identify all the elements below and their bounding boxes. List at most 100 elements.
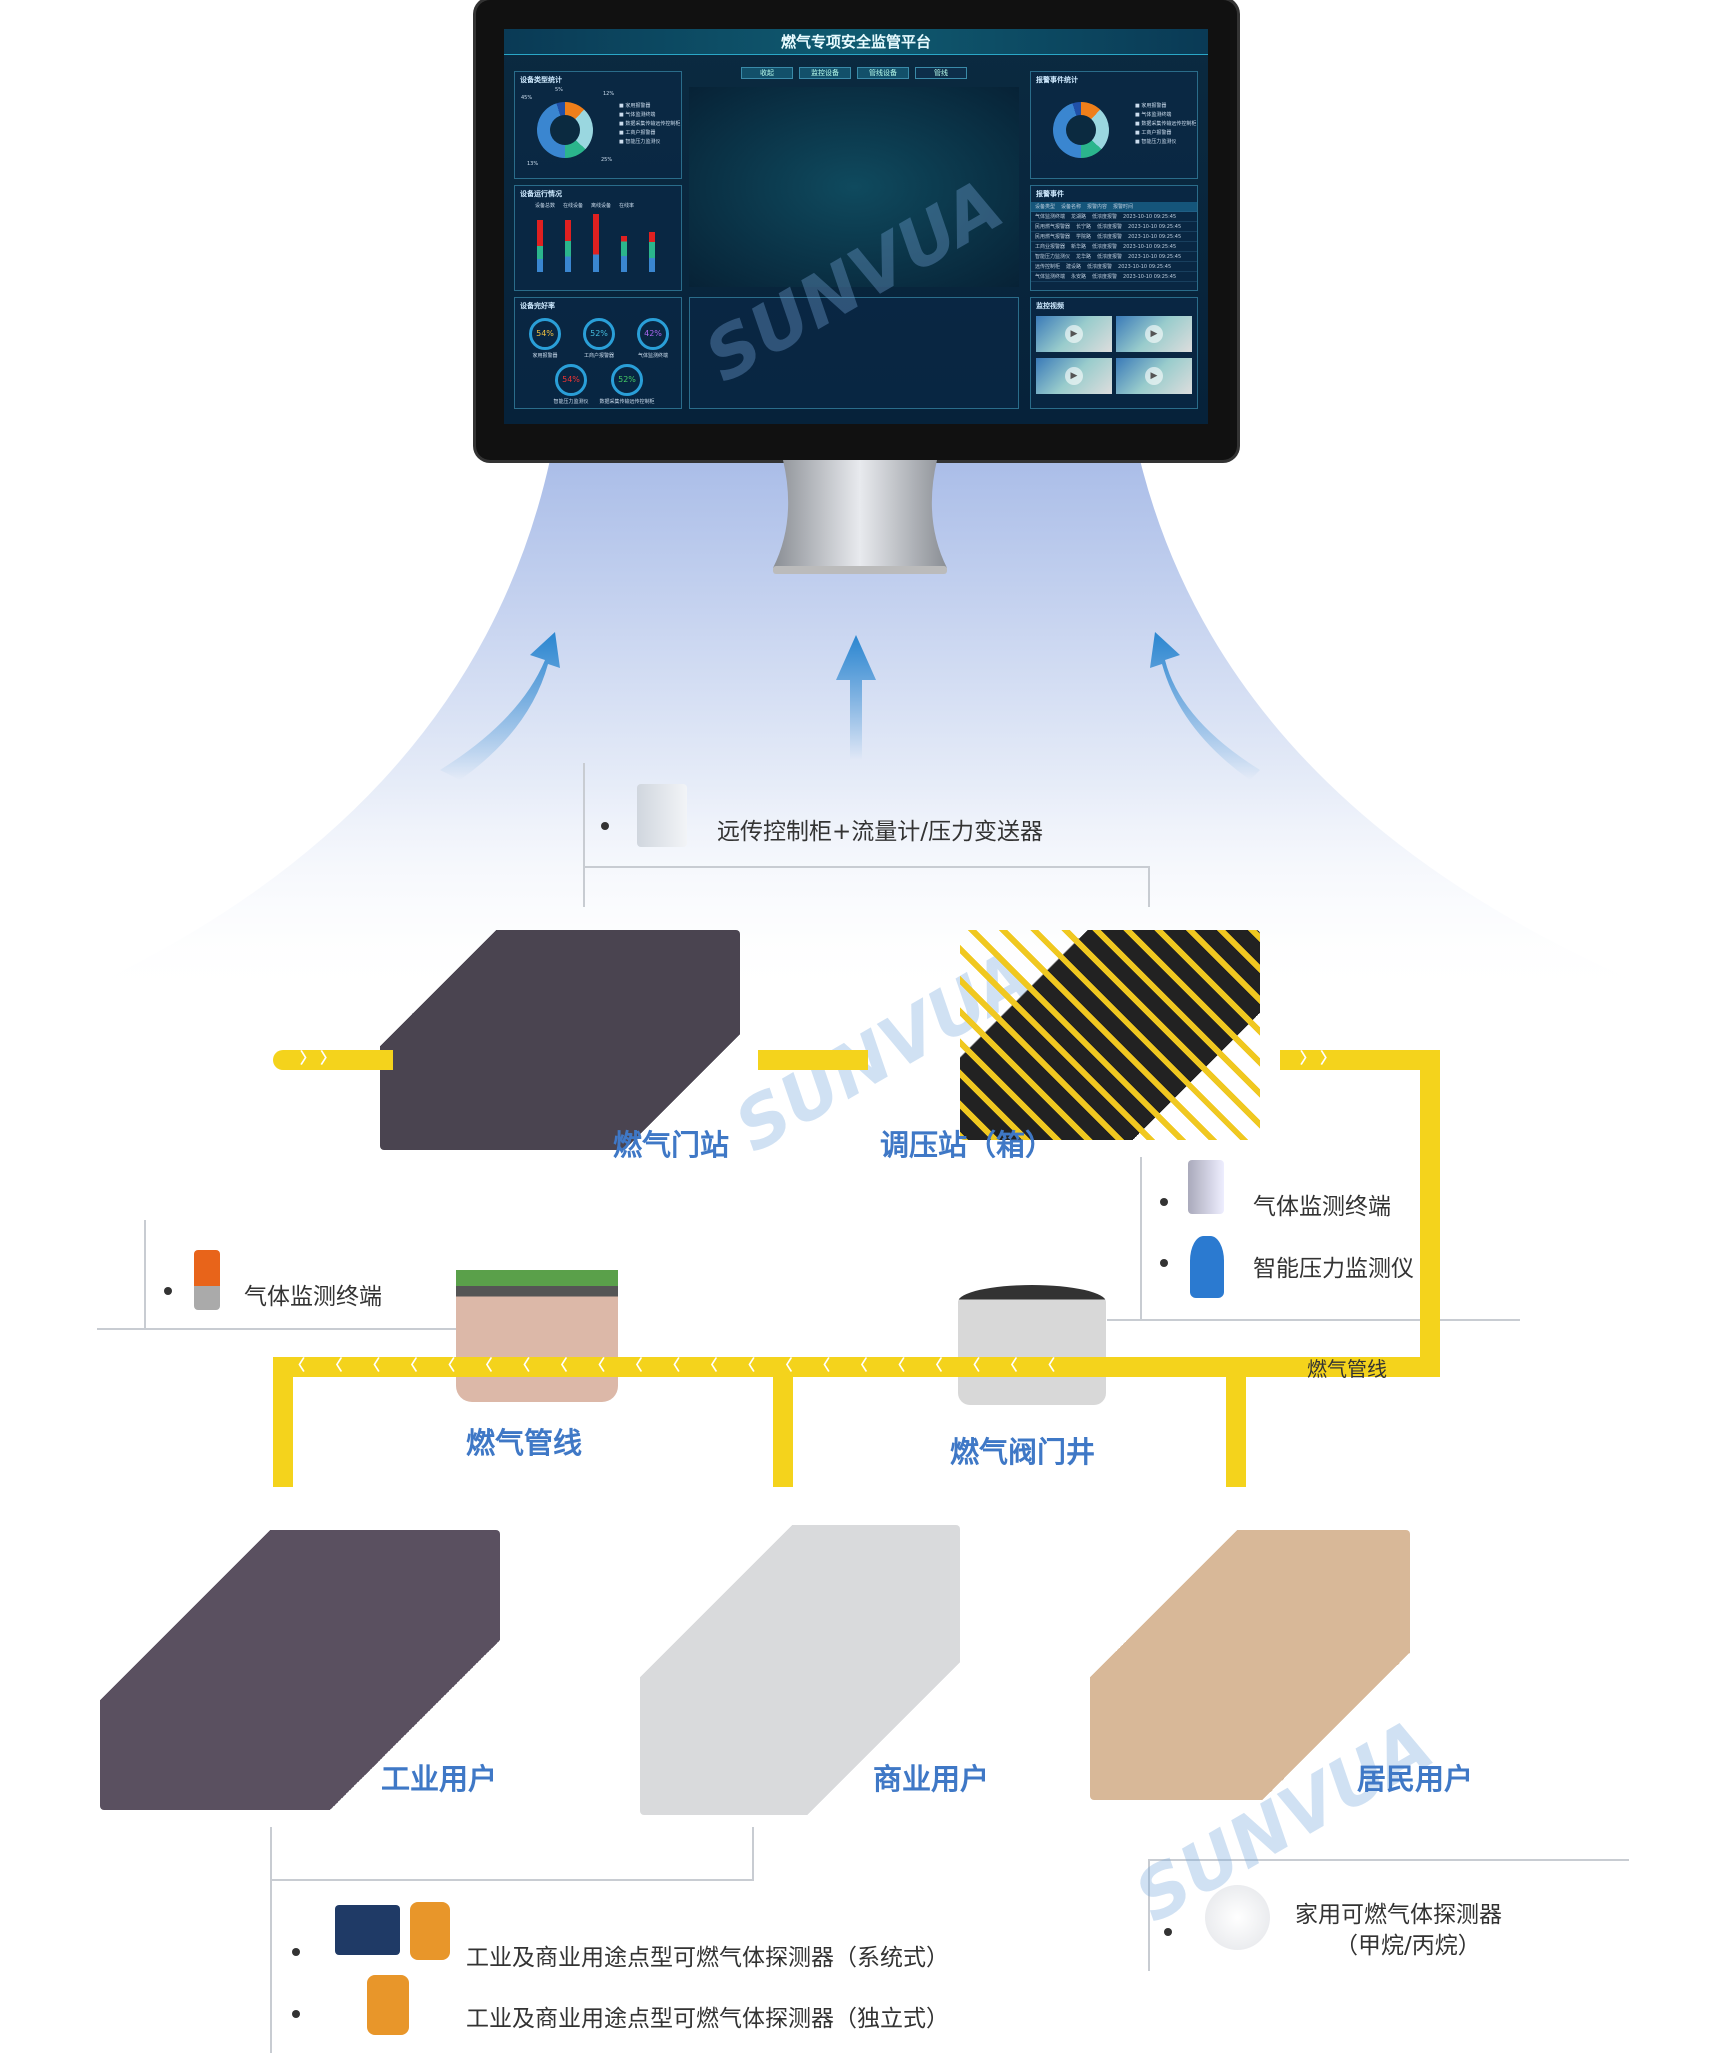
gas-terminal-image <box>1188 1160 1224 1214</box>
bottom-item-label: 工业及商业用途点型可燃气体探测器（独立式） <box>466 2006 949 2032</box>
connector-line <box>1107 1319 1520 1321</box>
home-detector-sublabel: （甲烷/丙烷） <box>1335 1933 1481 1959</box>
gas-pipe <box>758 1050 868 1070</box>
ring-label: 数据采集传输远传控制柜 <box>599 399 655 405</box>
connector-line <box>97 1328 467 1330</box>
pct-label: 5% <box>555 87 563 93</box>
gate-station-label: 燃气门站 <box>613 1128 730 1162</box>
industrial-label: 工业用户 <box>381 1762 498 1796</box>
panel-title: 设备类型统计 <box>520 76 562 84</box>
tab-pipeline-devices[interactable]: 管线设备 <box>857 67 909 79</box>
bar <box>565 220 571 272</box>
ring-gauge: 42% <box>637 318 669 350</box>
home-detector-label: 家用可燃气体探测器 <box>1295 1902 1502 1928</box>
pct-label: 45% <box>521 95 533 101</box>
play-icon[interactable]: ▶ <box>1145 325 1163 343</box>
panel-title: 设备运行情况 <box>520 190 562 198</box>
device-health-panel: 设备完好率 54% 52% 42% 54% 52% 家用报警器 工商户报警器 气… <box>514 297 682 409</box>
panel-title: 监控视频 <box>1036 302 1064 310</box>
bullet <box>292 1948 300 1956</box>
connector-line <box>1148 1859 1629 1861</box>
video-thumbnail[interactable]: ▶ <box>1036 316 1112 352</box>
commercial-user-image <box>640 1525 960 1815</box>
bullet <box>292 2010 300 2018</box>
video-thumbnail[interactable]: ▶ <box>1036 358 1112 394</box>
legend: ■ 家用报警器■ 气体监测终端■ 数据采集传输远传控制柜■ 工商户报警器■ 智能… <box>1135 103 1197 145</box>
bar <box>649 232 655 272</box>
pct-label: 13% <box>527 161 539 167</box>
tab-monitor-devices[interactable]: 监控设备 <box>799 67 851 79</box>
pct-label: 12% <box>603 91 615 97</box>
play-icon[interactable]: ▶ <box>1065 367 1083 385</box>
bar <box>593 214 599 272</box>
bar <box>621 236 627 272</box>
tab-pipeline[interactable]: 管线 <box>915 67 967 79</box>
play-icon[interactable]: ▶ <box>1065 325 1083 343</box>
up-arrow-icon <box>1150 632 1260 780</box>
pressure-monitor-image <box>1190 1236 1224 1298</box>
device-list-panel <box>689 297 1019 409</box>
gate-station-image <box>380 930 740 1150</box>
connector-line <box>583 763 585 907</box>
valve-well-label: 燃气阀门井 <box>950 1435 1096 1469</box>
bullet <box>1160 1259 1168 1267</box>
monitor: 燃气专项安全监管平台 收起 监控设备 管线设备 管线 设备类型统计 45% 5%… <box>476 0 1237 460</box>
tab-collapse[interactable]: 收起 <box>741 67 793 79</box>
connector-line <box>583 866 1150 868</box>
ring-label: 工商户报警器 <box>583 353 614 359</box>
video-panel: 监控视频 ▶ ▶ ▶ ▶ <box>1030 297 1198 409</box>
gas-pipe <box>273 1050 393 1070</box>
ring-label: 气体监测终端 <box>637 353 668 359</box>
device-run-panel: 设备运行情况 设备总数在线设备离线设备在线率 <box>514 185 682 291</box>
panel-title: 报警事件 <box>1036 190 1064 198</box>
video-thumbnail[interactable]: ▶ <box>1116 316 1192 352</box>
commercial-label: 商业用户 <box>873 1762 990 1796</box>
connector-line <box>1140 1157 1142 1320</box>
bar <box>537 220 543 272</box>
ring-label: 家用报警器 <box>532 353 558 359</box>
connector-line <box>144 1220 146 1329</box>
right-item-label: 智能压力监测仪 <box>1253 1256 1414 1282</box>
bullet <box>1160 1198 1168 1206</box>
video-thumbnail[interactable]: ▶ <box>1116 358 1192 394</box>
dashboard-screen: 燃气专项安全监管平台 收起 监控设备 管线设备 管线 设备类型统计 45% 5%… <box>504 29 1208 424</box>
pct-label: 25% <box>601 157 613 163</box>
donut-chart <box>1053 102 1109 158</box>
pipeline-section-image <box>456 1270 618 1402</box>
up-arrow-icon <box>836 635 876 760</box>
industrial-user-image <box>100 1530 500 1810</box>
bullet <box>164 1287 172 1295</box>
gas-pipe <box>1420 1050 1440 1377</box>
connector-line <box>270 1827 272 2053</box>
device-type-panel: 设备类型统计 45% 5% 12% 25% 13% ■ 家用报警器■ 气体监测终… <box>514 71 682 179</box>
bullet <box>601 822 609 830</box>
pipeline-label-small: 燃气管线 <box>1307 1357 1387 1381</box>
flow-chevron-icon: 〉 〉 <box>1300 1049 1336 1067</box>
regulator-station-image <box>960 930 1260 1140</box>
dashboard-title: 燃气专项安全监管平台 <box>504 29 1208 55</box>
connector-line <box>270 1879 754 1881</box>
map[interactable] <box>689 87 1019 287</box>
gas-pipe <box>773 1357 793 1487</box>
ring-gauge: 54% <box>555 364 587 396</box>
run-legend: 设备总数在线设备离线设备在线率 <box>535 203 635 209</box>
right-item-label: 气体监测终端 <box>1253 1194 1391 1220</box>
residential-label: 居民用户 <box>1357 1762 1474 1796</box>
control-cabinet-image <box>637 784 687 847</box>
pipeline-label: 燃气管线 <box>466 1426 583 1460</box>
gas-pipe <box>273 1357 1440 1377</box>
bottom-item-label: 工业及商业用途点型可燃气体探测器（系统式） <box>466 1945 949 1971</box>
play-icon[interactable]: ▶ <box>1145 367 1163 385</box>
connector-line <box>752 1827 754 1880</box>
valve-well-image <box>958 1285 1106 1405</box>
connector-line <box>1148 1860 1150 1971</box>
